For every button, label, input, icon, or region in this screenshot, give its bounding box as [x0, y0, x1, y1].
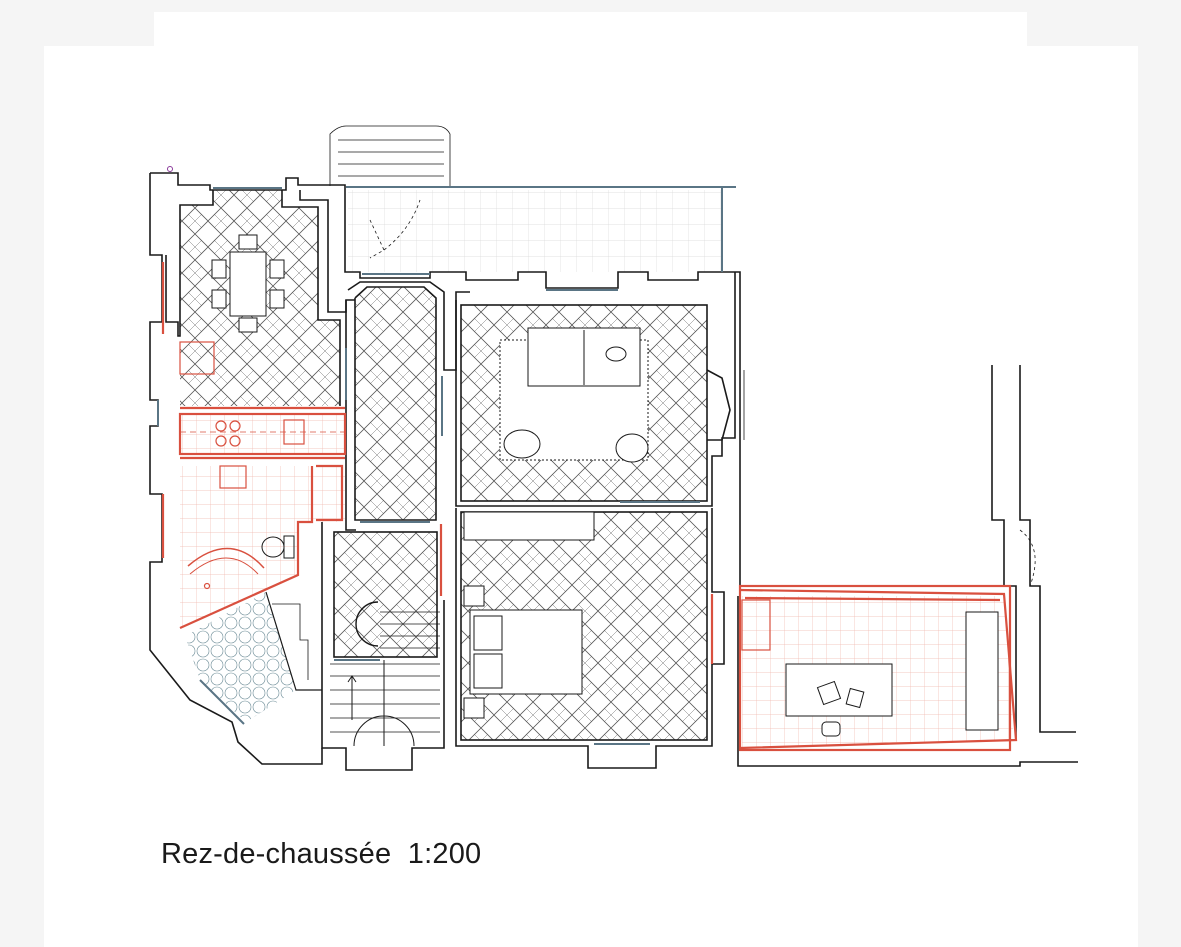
- entrance-hall-floor: [355, 287, 436, 520]
- dining-table: [229, 251, 267, 317]
- toilet: [261, 535, 295, 559]
- neighbor-door-arc: [1019, 529, 1036, 587]
- west-exterior-wall: [150, 172, 346, 191]
- nightstand: [463, 697, 485, 719]
- stair-curve: [355, 601, 379, 647]
- fixtures: [179, 341, 305, 590]
- cushion: [605, 346, 627, 362]
- veranda-door-swing: [369, 219, 385, 259]
- annex-south-wall: [737, 596, 1078, 767]
- west-wall-inner: [165, 190, 214, 337]
- chair: [211, 289, 227, 309]
- veranda-steps: [329, 125, 451, 259]
- stair-arrow-head: [347, 675, 357, 683]
- chair: [238, 234, 258, 250]
- bedroom-outer: [455, 508, 725, 769]
- storage-steps: [272, 603, 309, 680]
- kitchen-sink: [283, 419, 305, 445]
- new-work: [161, 262, 1018, 752]
- bath-partition: [179, 466, 314, 630]
- stair-wall: [321, 522, 445, 771]
- hob-ring: [229, 420, 241, 432]
- living-furniture: [499, 327, 649, 463]
- chair: [269, 289, 285, 309]
- kitchen-counter: [178, 412, 347, 456]
- chair: [269, 259, 285, 279]
- stair-landing-wall: [333, 531, 438, 658]
- paper: [845, 687, 865, 709]
- stair-landing-floor: [334, 532, 437, 657]
- glazing: [157, 186, 736, 745]
- storage-glazing: [199, 679, 245, 725]
- toilet-bowl: [261, 536, 285, 558]
- veranda-door-arc: [383, 199, 421, 251]
- veranda-wall: [344, 190, 735, 289]
- pillow: [473, 653, 503, 689]
- shower-arc-2: [189, 557, 259, 575]
- desk: [785, 663, 893, 717]
- living-room-wall: [455, 272, 736, 507]
- chair: [238, 317, 258, 333]
- shower-arc: [187, 547, 265, 569]
- annex-roof-line: [739, 588, 1018, 750]
- kitchen-floor: [180, 414, 345, 454]
- annex-ridge: [744, 596, 1001, 602]
- wc-partition: [316, 464, 344, 522]
- storage-floor: [185, 592, 296, 722]
- desk-chair: [821, 721, 841, 737]
- pillow: [473, 615, 503, 651]
- armchair: [503, 429, 541, 459]
- dining-furniture: [211, 234, 285, 333]
- hob-ring: [215, 435, 227, 447]
- west-wall-outline: [149, 173, 323, 765]
- bedroom-furniture: [463, 511, 595, 719]
- bath-basin: [219, 465, 247, 489]
- annex-doors: [743, 370, 1036, 587]
- veranda-floor: [348, 190, 721, 272]
- plan-caption: Rez-de-chaussée 1:200: [161, 838, 482, 870]
- hob-ring: [215, 420, 227, 432]
- bench: [965, 611, 999, 731]
- chair: [211, 259, 227, 279]
- annex-door-frame: [741, 599, 771, 651]
- paper: [816, 680, 842, 706]
- drawing-sheet-top: [154, 12, 1027, 52]
- dining-sideboard: [179, 341, 215, 375]
- entrance-hall-wall: [354, 286, 437, 521]
- staircase: [330, 601, 440, 747]
- site-marker: [167, 166, 173, 172]
- armchair: [615, 433, 649, 463]
- steps-outline: [329, 125, 451, 186]
- living-room-inner: [460, 304, 708, 502]
- nightstand: [463, 585, 485, 607]
- living-bay: [706, 369, 731, 441]
- east-wall: [735, 271, 741, 596]
- shower-drain: [203, 582, 211, 590]
- wardrobe: [463, 511, 595, 541]
- hob-ring: [229, 435, 241, 447]
- storage-partition: [265, 591, 322, 691]
- annex-east-wall: [991, 365, 1017, 740]
- dining-room-wall: [281, 190, 341, 406]
- storage-walls: [199, 591, 322, 725]
- neighbor-wall: [1019, 365, 1076, 733]
- annex-furniture: [785, 611, 999, 737]
